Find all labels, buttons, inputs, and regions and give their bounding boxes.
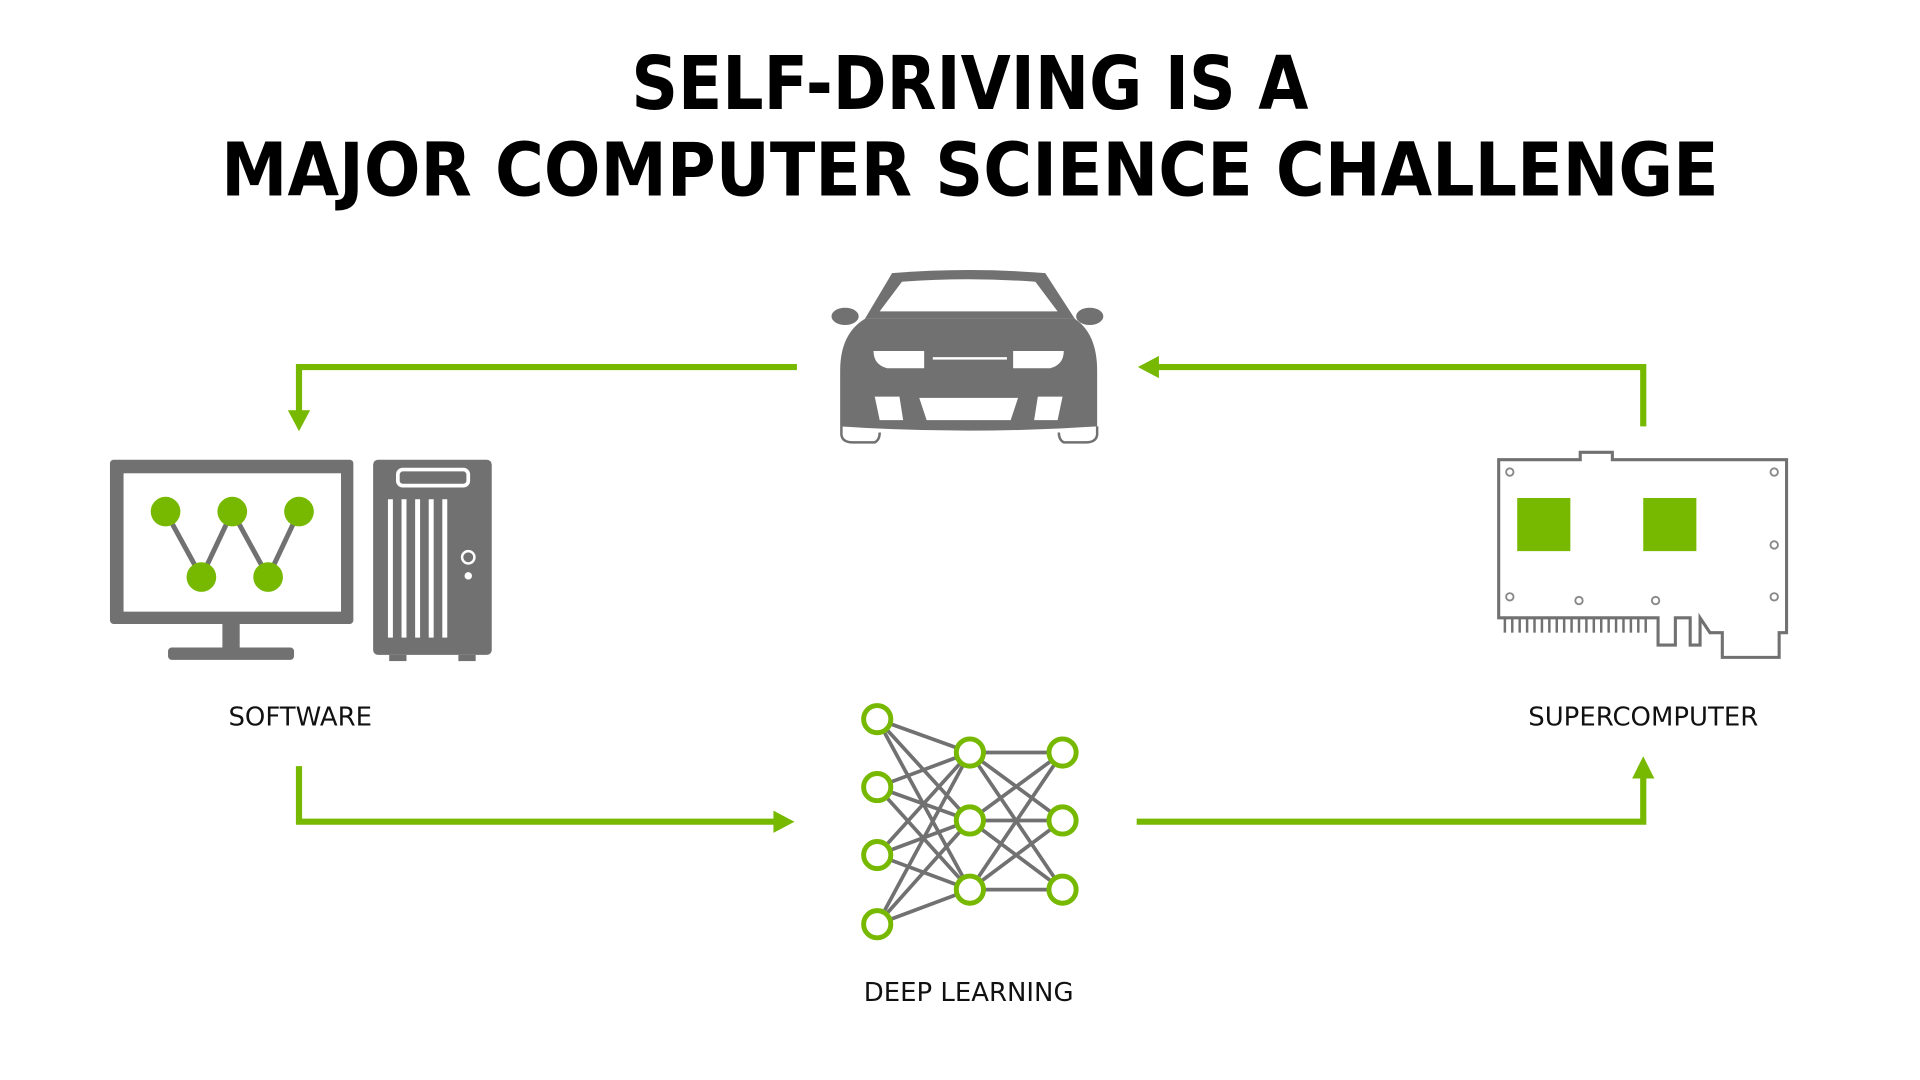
nn-node: [861, 838, 894, 872]
arrow-software-to-deep-learning: [295, 766, 795, 833]
arrow-supercomputer-to-car: [1137, 355, 1647, 427]
neural-network-icon: [861, 703, 1079, 941]
nn-node: [953, 873, 986, 906]
title-line-1: SELF-DRIVING IS A: [631, 41, 1308, 127]
supercomputer-label: SUPERCOMPUTER: [1528, 702, 1758, 732]
nn-connection: [875, 819, 972, 926]
nn-connection: [968, 818, 1064, 892]
car-icon: [831, 270, 1104, 444]
nn-node: [953, 804, 986, 837]
arrow-deep-learning-to-supercomputer: [1136, 756, 1655, 825]
nn-connection: [968, 751, 1065, 891]
nn-node: [1046, 736, 1079, 769]
title-line-2: MAJOR COMPUTER SCIENCE CHALLENGE: [221, 127, 1718, 213]
nn-node: [1046, 804, 1079, 837]
gpu-board-icon: [1497, 450, 1789, 659]
nn-connection: [875, 751, 972, 857]
nn-connection: [876, 717, 971, 755]
nn-node: [1046, 873, 1079, 906]
nn-connection: [875, 751, 972, 926]
nn-node: [861, 703, 894, 736]
deep-learning-label: DEEP LEARNING: [864, 978, 1074, 1008]
nn-node: [861, 771, 894, 804]
computer-icon: [109, 459, 492, 662]
tower-icon: [373, 459, 492, 662]
nn-node: [861, 908, 894, 941]
arrow-car-to-software: [287, 363, 797, 432]
software-label: SOFTWARE: [228, 702, 372, 732]
nn-connection: [876, 750, 971, 789]
nn-node: [953, 736, 986, 769]
nn-connection: [876, 887, 971, 926]
nn-connection: [968, 751, 1064, 822]
